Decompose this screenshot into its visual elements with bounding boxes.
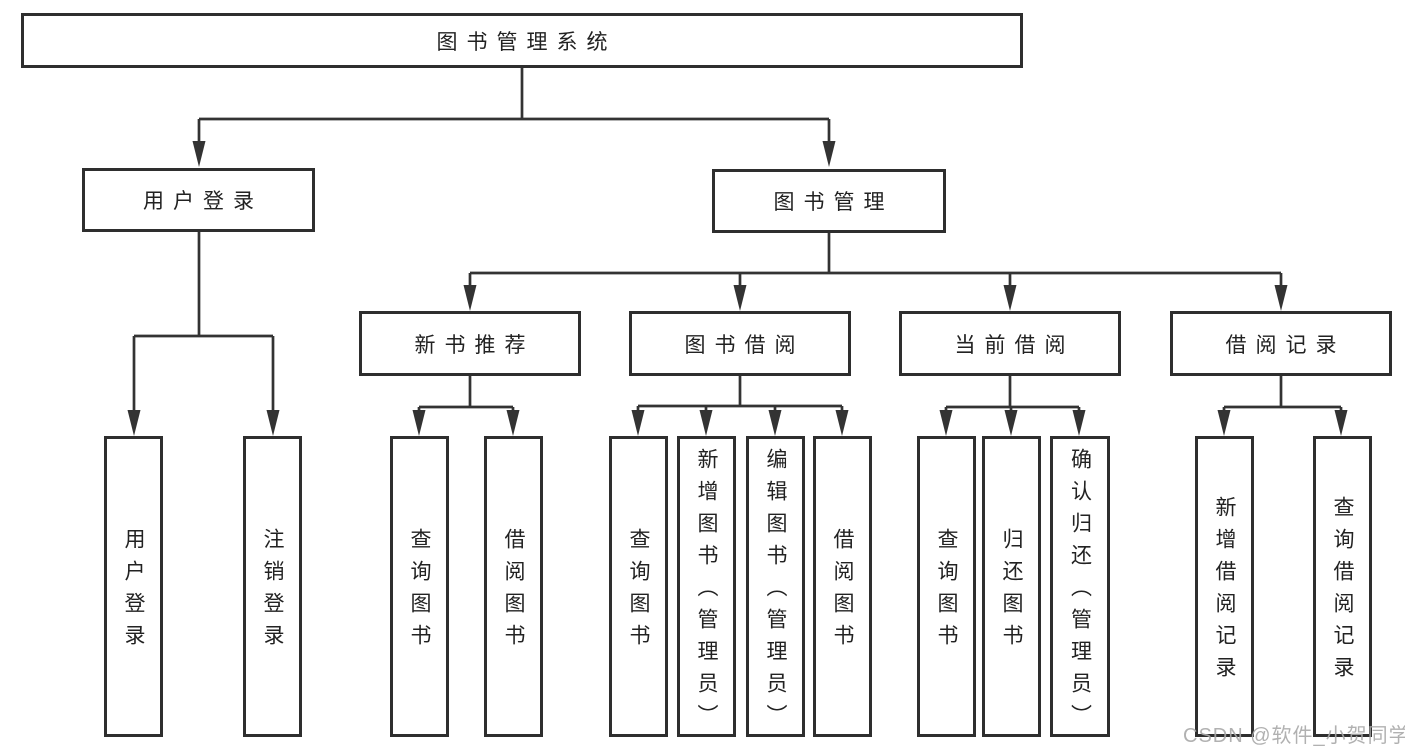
- leaf-borrow-books-recommend: 借阅图书: [484, 436, 543, 737]
- leaf-label: 查询图书: [408, 528, 431, 656]
- node-new-book-recommend: 新书推荐: [359, 311, 581, 376]
- leaf-confirm-return-admin: 确认归还（管理员）: [1050, 436, 1110, 737]
- node-label: 借阅记录: [1225, 333, 1346, 357]
- leaf-label: 借阅图书: [502, 528, 525, 656]
- leaf-query-books-current: 查询图书: [917, 436, 976, 737]
- node-label: 用户登录: [143, 190, 263, 213]
- node-current-borrow: 当前借阅: [899, 311, 1121, 376]
- leaf-label: 新增图书（管理员）: [695, 448, 718, 736]
- arrowheads: [127, 141, 1348, 436]
- leaf-label: 注销登录: [261, 528, 284, 656]
- node-label: 图书管理系统: [436, 30, 617, 54]
- node-book-borrow: 图书借阅: [629, 311, 851, 376]
- node-label: 当前借阅: [954, 333, 1075, 357]
- leaf-user-login: 用户登录: [104, 436, 163, 737]
- node-library-management-system: 图书管理系统: [21, 13, 1023, 68]
- leaf-label: 借阅图书: [831, 528, 854, 656]
- node-book-management: 图书管理: [712, 169, 946, 233]
- leaf-edit-books-admin: 编辑图书（管理员）: [746, 436, 805, 737]
- leaf-query-books-borrow: 查询图书: [609, 436, 668, 737]
- leaf-return-books: 归还图书: [982, 436, 1041, 737]
- leaf-query-books-recommend: 查询图书: [390, 436, 449, 737]
- leaf-label: 新增借阅记录: [1213, 496, 1236, 688]
- node-label: 图书借阅: [684, 333, 805, 357]
- leaf-label: 查询图书: [935, 528, 958, 656]
- node-borrow-records: 借阅记录: [1170, 311, 1392, 376]
- leaf-label: 查询图书: [627, 528, 650, 656]
- csdn-watermark: CSDN @软件_小贺同学: [1183, 725, 1405, 747]
- leaf-borrow-books: 借阅图书: [813, 436, 872, 737]
- leaf-add-books-admin: 新增图书（管理员）: [677, 436, 736, 737]
- leaf-label: 查询借阅记录: [1331, 496, 1354, 688]
- leaf-add-borrow-record: 新增借阅记录: [1195, 436, 1254, 737]
- leaf-label: 归还图书: [1000, 528, 1023, 656]
- leaf-label: 用户登录: [122, 528, 145, 656]
- node-label: 新书推荐: [414, 333, 535, 357]
- leaf-query-borrow-record: 查询借阅记录: [1313, 436, 1372, 737]
- leaf-label: 编辑图书（管理员）: [764, 448, 787, 736]
- leaf-label: 确认归还（管理员）: [1068, 448, 1092, 736]
- node-label: 图书管理: [773, 191, 894, 214]
- node-user-login: 用户登录: [82, 168, 315, 232]
- leaf-logout: 注销登录: [243, 436, 302, 737]
